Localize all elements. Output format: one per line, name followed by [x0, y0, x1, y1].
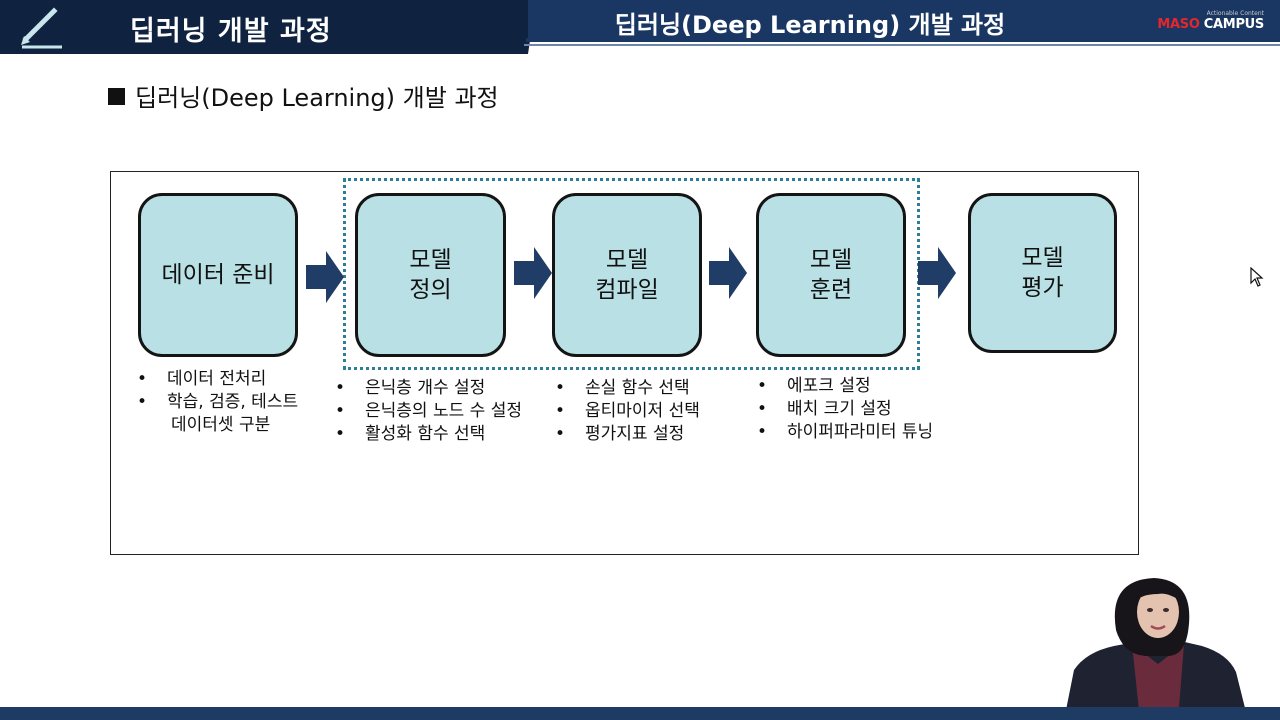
brand-name: MASO CAMPUS [1157, 17, 1264, 32]
header-left-panel [0, 0, 536, 54]
arrow-right-icon [709, 247, 747, 299]
header-center-title: 딥러닝(Deep Learning) 개발 과정 [614, 11, 1006, 39]
step-detail-list: 손실 함수 선택옵티마이저 선택평가지표 설정 [555, 377, 700, 446]
list-item: 배치 크기 설정 [757, 398, 933, 421]
header-divider-line-thin [524, 44, 1280, 46]
step-detail-list: 에포크 설정배치 크기 설정하이퍼파라미터 튜닝 [757, 375, 933, 444]
list-item-continuation: 데이터셋 구분 [171, 415, 271, 435]
step-label-line: 훈련 [809, 277, 853, 303]
step-label-line: 모델 [1021, 245, 1064, 271]
footer-bar [0, 707, 1280, 720]
brand-name-part1: MASO [1157, 17, 1200, 32]
diagram-frame [110, 171, 1139, 555]
pencil-icon [21, 7, 62, 49]
list-item: 은닉층의 노드 수 설정 [335, 400, 522, 423]
section-heading-text: 딥러닝(Deep Learning) 개발 과정 [135, 84, 499, 112]
step-label-line: 컴파일 [595, 277, 659, 303]
presenter-video [1064, 578, 1248, 720]
section-heading: 딥러닝(Deep Learning) 개발 과정 [108, 78, 499, 113]
brand-tagline: Actionable Content [1206, 10, 1264, 17]
list-item: 데이터 전처리 [137, 368, 298, 391]
square-bullet-icon [108, 88, 125, 105]
list-item: 손실 함수 선택 [555, 377, 700, 400]
header-right-band [528, 0, 1280, 38]
step-detail-list: 은닉층 개수 설정은닉층의 노드 수 설정활성화 함수 선택 [335, 377, 522, 446]
mouse-cursor-icon [1250, 267, 1264, 287]
header-left-title: 딥러닝 개발 과정 [130, 16, 332, 47]
list-item: 옵티마이저 선택 [555, 400, 700, 423]
arrow-right-icon [306, 251, 344, 303]
step-label-line: 데이터 준비 [161, 262, 275, 288]
step-data-preparation: 데이터 준비 [138, 193, 298, 357]
list-item: 평가지표 설정 [555, 423, 700, 446]
header-divider-line [526, 38, 1280, 42]
list-item: 은닉층 개수 설정 [335, 377, 522, 400]
brand-logo: Actionable Content MASO CAMPUS [1157, 10, 1276, 36]
step-label-line: 평가 [1021, 275, 1064, 301]
step-label-line: 정의 [409, 277, 452, 303]
step-label-line: 모델 [605, 247, 649, 273]
list-item: 에포크 설정 [757, 375, 933, 398]
list-item: 하이퍼파라미터 튜닝 [757, 421, 933, 444]
arrow-right-icon [514, 247, 552, 299]
list-item-text: 학습, 검증, 테스트 [167, 392, 299, 412]
step-label-line: 모델 [409, 247, 452, 273]
brand-name-part2: CAMPUS [1199, 17, 1265, 32]
arrow-right-icon [918, 247, 956, 299]
list-item: 활성화 함수 선택 [335, 423, 522, 446]
step-label-line: 모델 [809, 247, 853, 273]
